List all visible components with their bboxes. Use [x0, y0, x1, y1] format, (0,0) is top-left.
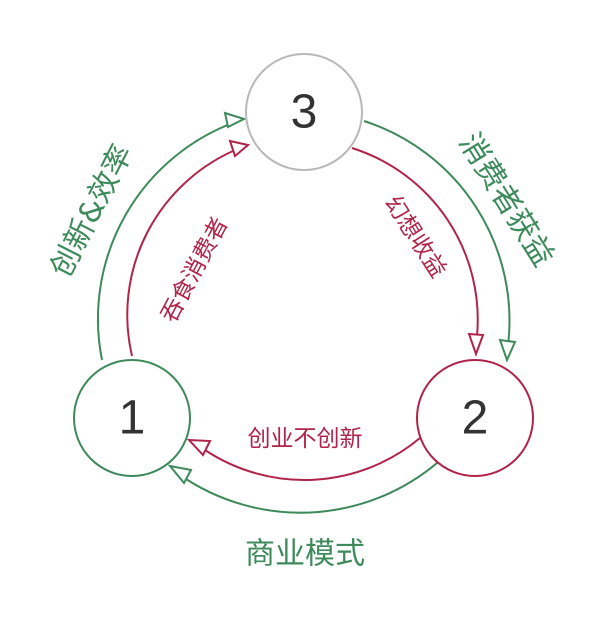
label-consumer-benefit: 消费者获益 — [451, 127, 560, 273]
outer-arrowhead-3-to-2 — [498, 338, 517, 363]
node-2-label: 2 — [462, 392, 489, 445]
inner-arrowhead-1-to-3 — [228, 139, 251, 158]
node-2-circle — [416, 359, 534, 477]
outer-arrowhead-2-to-1 — [167, 464, 193, 485]
node-3-circle — [245, 53, 363, 171]
label-business-model: 商业模式 — [245, 537, 365, 572]
inner-arc-2-to-1 — [204, 437, 421, 481]
outer-arc-2-to-1 — [179, 454, 447, 514]
node-3: 3 — [245, 53, 363, 171]
label-illusory-gains: 幻想收益 — [379, 191, 451, 282]
node-1-circle — [73, 359, 191, 477]
node-3-label: 3 — [291, 86, 318, 139]
outer-arc-1-to-3 — [97, 120, 239, 361]
node-2: 2 — [416, 359, 534, 477]
inner-arc-3-to-2 — [351, 147, 479, 337]
inner-arc-1-to-3 — [126, 147, 241, 357]
node-1: 1 — [73, 359, 191, 477]
label-innovation-efficiency: 创新&效率 — [44, 139, 140, 283]
label-devour-consumers: 吞食消费者 — [157, 213, 234, 327]
label-startup-no-innovation: 创业不创新 — [248, 426, 363, 452]
inner-arrowhead-2-to-1 — [186, 438, 212, 457]
outer-arc-3-to-2 — [363, 120, 511, 347]
inner-arrowhead-3-to-2 — [467, 332, 485, 357]
node-1-label: 1 — [119, 392, 146, 445]
outer-arrowhead-1-to-3 — [223, 111, 247, 129]
